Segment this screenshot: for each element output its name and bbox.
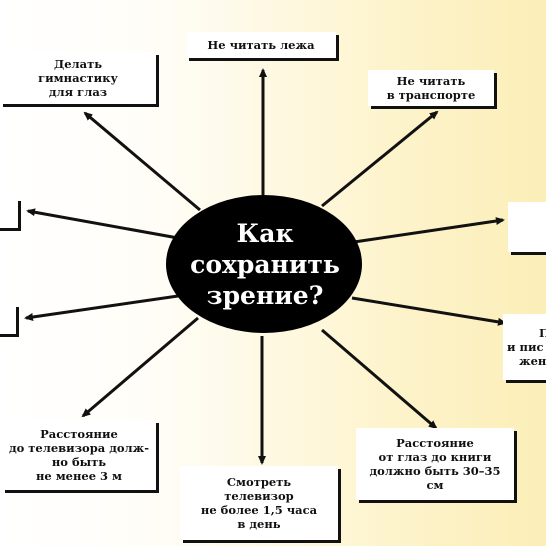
node-right-lower-line-3: жен bbox=[519, 354, 546, 368]
node-top-left-line-1: Делать bbox=[53, 57, 103, 71]
node-top-left: Делать гимнастику для глаз bbox=[0, 52, 156, 104]
arrow-top-right bbox=[321, 110, 439, 208]
node-top-text: Не читать лежа bbox=[207, 38, 315, 52]
node-top-right-line-2: в транспорте bbox=[386, 88, 476, 102]
node-bottom-right: Расстояние от глаз до книги должно быть … bbox=[356, 428, 514, 500]
node-left-upper bbox=[0, 198, 18, 228]
arrow-bottom-left bbox=[81, 316, 199, 418]
node-bottom-line-4: в день bbox=[237, 517, 281, 531]
node-bottom-left-line-3: но быть bbox=[51, 455, 107, 469]
node-top-right-line-1: Не читать bbox=[396, 74, 466, 88]
node-top-right: Не читать в транспорте bbox=[368, 70, 494, 106]
node-top-left-line-2: гимнастику bbox=[38, 71, 118, 85]
center-hub bbox=[166, 195, 362, 333]
node-right-lower-line-1: П bbox=[539, 326, 546, 340]
node-bottom-line-3: не более 1,5 часа bbox=[200, 503, 318, 517]
arrow-right-upper bbox=[353, 217, 505, 244]
node-bottom-left: Расстояние до телевизора долж- но быть н… bbox=[2, 420, 156, 490]
node-bottom: Смотреть телевизор не более 1,5 часа в д… bbox=[180, 466, 338, 540]
node-bottom-right-line-3: должно быть 30–35 bbox=[369, 464, 501, 478]
node-bottom-left-line-4: не менее 3 м bbox=[35, 469, 123, 483]
arrow-left-upper bbox=[26, 208, 179, 240]
arrows bbox=[24, 68, 507, 465]
node-bottom-left-line-2: до телевизора долж- bbox=[8, 441, 150, 455]
node-bottom-right-line-4: см bbox=[426, 478, 444, 492]
node-bottom-line-2: телевизор bbox=[224, 489, 294, 503]
node-top: Не читать лежа bbox=[186, 32, 336, 58]
node-bottom-left-line-1: Расстояние bbox=[40, 427, 118, 441]
node-right-lower-line-2: и пис bbox=[507, 340, 544, 354]
arrow-top-left bbox=[83, 111, 201, 212]
node-bottom-right-line-1: Расстояние bbox=[396, 436, 474, 450]
arrow-left-lower bbox=[24, 294, 179, 321]
node-right-upper bbox=[508, 202, 546, 252]
node-left-lower bbox=[0, 304, 16, 334]
arrow-right-lower bbox=[351, 296, 507, 326]
arrow-bottom-right bbox=[321, 328, 438, 430]
node-bottom-right-line-2: от глаз до книги bbox=[378, 450, 492, 464]
node-top-left-line-3: для глаз bbox=[48, 85, 108, 99]
node-right-lower: П и пис жен bbox=[503, 314, 546, 380]
node-bottom-line-1: Смотреть bbox=[226, 475, 292, 489]
